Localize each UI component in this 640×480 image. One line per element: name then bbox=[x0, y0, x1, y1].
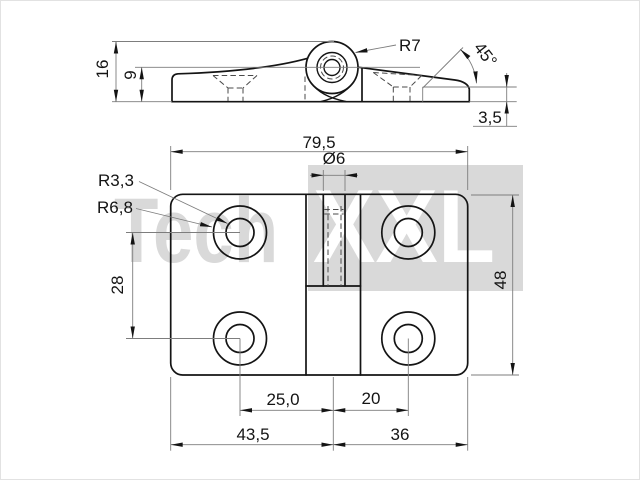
dim-label-r68: R6,8 bbox=[97, 198, 133, 217]
dim-label-dia6: Ø6 bbox=[323, 149, 346, 168]
dim-label-48: 48 bbox=[491, 271, 510, 290]
watermark: Tech XXL bbox=[114, 165, 523, 291]
watermark-text-xxl: XXL bbox=[313, 167, 495, 284]
watermark-band bbox=[308, 165, 523, 291]
leader-r7 bbox=[355, 44, 397, 53]
leader-r33 bbox=[138, 181, 228, 224]
dim-label-45: 45° bbox=[470, 39, 501, 71]
dim-label-20: 20 bbox=[362, 389, 381, 408]
dim-label-r7: R7 bbox=[399, 36, 421, 55]
chamfer-angle-arc bbox=[459, 48, 478, 84]
leaf-wrap-curve-left bbox=[310, 81, 347, 103]
leader-r68 bbox=[135, 208, 213, 228]
left-countersink-hidden bbox=[212, 75, 258, 101]
front-view-dimensions: 79,5 Ø6 R3,3 R6,8 28 48 25,0 20 43,5 36 bbox=[97, 133, 519, 451]
top-view bbox=[171, 40, 471, 103]
dim-label-36: 36 bbox=[391, 425, 410, 444]
hinge-plate-outline bbox=[169, 193, 469, 376]
dim-label-28: 28 bbox=[108, 276, 127, 295]
leaf-wrap-curve-right bbox=[320, 81, 354, 103]
dim-label-r33: R3,3 bbox=[98, 171, 134, 190]
dim-label-250: 25,0 bbox=[266, 390, 299, 409]
right-countersink-hidden bbox=[373, 72, 423, 101]
left-leaf-profile bbox=[171, 57, 309, 103]
watermark-text-tech: Tech bbox=[114, 179, 278, 282]
dim-label-9: 9 bbox=[121, 70, 140, 79]
chamfer-angle-line bbox=[422, 47, 464, 89]
dim-label-435: 43,5 bbox=[236, 425, 269, 444]
dim-label-795: 79,5 bbox=[302, 133, 335, 152]
dim-label-35: 3,5 bbox=[478, 108, 502, 127]
dim-label-16: 16 bbox=[93, 60, 112, 79]
